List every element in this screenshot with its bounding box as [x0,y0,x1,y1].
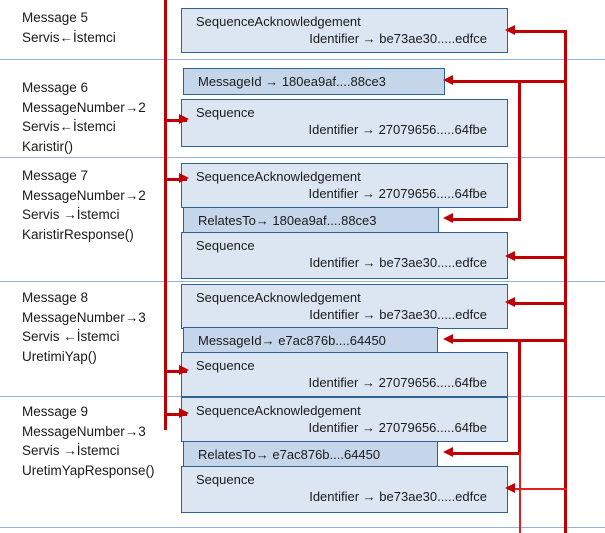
box-line-1: Sequence [196,238,255,253]
correlation-route-m6-vertical [518,80,521,219]
label-line: Servis →İstemci [22,443,120,458]
box-line-1: Sequence [196,105,255,120]
correlation-route-m6-top [450,80,564,83]
message-label-message-5: Message 5 Servis←İstemci [22,8,116,47]
connector-to-m9-seqack [164,413,187,416]
soap-header-box-relatesto[interactable]: RelatesTo→ e7ac876b....64450 [183,441,438,467]
soap-header-box-sequence[interactable]: Sequence Identifier → 27079656.....64fbe [181,99,508,147]
box-line-1: SequenceAcknowledgement [196,403,361,418]
box-line-2: Identifier → 27079656.....64fbe [308,122,487,137]
box-line-1: RelatesTo→ 180ea9af....88ce3 [198,212,377,228]
label-line: Message 9 [22,404,89,419]
arrowhead-right-icon [179,173,189,183]
label-line: KaristirResponse() [22,226,134,242]
box-line-1: SequenceAcknowledgement [196,169,361,184]
box-line-1: SequenceAcknowledgement [196,14,361,29]
label-line: UretimYapResponse() [22,462,155,478]
correlation-route-tail [519,452,521,533]
box-line-1: MessageId → 180ea9af....88ce3 [198,74,386,89]
label-line: Servis ←İstemci [22,329,120,344]
label-line: UretimiYap() [22,348,97,364]
box-line-1: MessageId→ e7ac876b....64450 [198,332,386,348]
soap-header-box-messageid[interactable]: MessageId → 180ea9af....88ce3 [183,68,445,95]
correlation-route-to-m7-relatesto [452,218,521,221]
soap-header-box-relatesto[interactable]: RelatesTo→ 180ea9af....88ce3 [183,207,439,233]
box-line-1: SequenceAcknowledgement [196,290,361,305]
connector-to-m8-sequence [164,370,187,373]
connector-to-m8-seqack [513,302,567,305]
message-label-message-8: Message 8 MessageNumber→3 Servis ←İstemc… [22,288,146,366]
connector-to-m7-sequence [513,256,567,259]
message-label-message-7: Message 7 MessageNumber→2 Servis →İstemc… [22,166,146,244]
arrowhead-right-icon [179,114,189,124]
arrowhead-left-icon [443,75,453,85]
label-line: MessageNumber→3 [22,423,146,439]
correlation-route-to-m9-relatesto [452,452,521,455]
label-line: MessageNumber→2 [22,187,146,203]
box-line-2: Identifier → 27079656.....64fbe [308,186,487,201]
label-line: MessageNumber→3 [22,309,146,325]
arrowhead-left-icon [505,251,515,261]
connector-to-m6-sequence [164,119,187,122]
soap-header-box-sequence[interactable]: Sequence Identifier → be73ae30.....edfce [181,232,508,279]
connector-drop-to-m8-sequence [164,330,167,372]
message-label-message-6: Message 6 MessageNumber→2 Servis←İstemci… [22,78,146,156]
arrowhead-left-icon [505,297,515,307]
connector-to-m5-seqack [513,30,567,33]
label-line: Message 7 [22,168,89,183]
connector-to-m7-seqack [164,178,187,181]
section-separator [0,281,605,282]
label-line: Servis →İstemci [22,207,120,222]
arrowhead-left-icon [443,447,453,457]
label-line: Message 5 [22,10,89,25]
box-line-2: Identifier → be73ae30.....edfce [309,31,487,46]
section-separator [0,59,605,60]
box-line-2: Identifier → 27079656.....64fbe [308,375,487,390]
section-separator [0,157,605,158]
box-line-2: Identifier → be73ae30.....edfce [309,307,487,322]
connector-to-m9-sequence [513,488,567,490]
soap-header-box-sequenceacknowledgement[interactable]: SequenceAcknowledgement Identifier → be7… [181,8,508,53]
correlation-route-m8-top [450,339,564,342]
label-line: MessageNumber→2 [22,99,146,115]
correlation-route-m8-vertical [518,339,521,452]
label-line: Message 8 [22,290,89,305]
arrowhead-left-icon [505,483,515,493]
acknowledgement-bus-line [564,30,567,533]
sequence-spine-line [164,0,167,430]
soap-header-box-sequenceacknowledgement[interactable]: SequenceAcknowledgement Identifier → 270… [181,397,508,442]
box-line-1: Sequence [196,472,255,487]
label-line: Message 6 [22,80,89,95]
box-line-2: Identifier → be73ae30.....edfce [309,255,487,270]
arrowhead-left-icon [505,25,515,35]
label-line: Servis←İstemci [22,119,116,134]
arrowhead-left-icon [443,334,453,344]
soap-header-box-sequenceacknowledgement[interactable]: SequenceAcknowledgement Identifier → be7… [181,284,508,329]
soap-header-box-sequenceacknowledgement[interactable]: SequenceAcknowledgement Identifier → 270… [181,163,508,208]
arrowhead-right-icon [179,365,189,375]
soap-header-box-messageid[interactable]: MessageId→ e7ac876b....64450 [183,327,438,353]
soap-header-box-sequence[interactable]: Sequence Identifier → be73ae30.....edfce [181,466,508,513]
soap-header-box-sequence[interactable]: Sequence Identifier → 27079656.....64fbe [181,352,508,397]
box-line-1: Sequence [196,358,255,373]
arrowhead-right-icon [179,408,189,418]
arrowhead-left-icon [443,213,453,223]
label-line: Servis←İstemci [22,29,116,45]
label-line: Karistir() [22,138,73,154]
box-line-2: Identifier → 27079656.....64fbe [308,420,487,435]
section-separator [0,527,605,528]
box-line-1: RelatesTo→ e7ac876b....64450 [198,446,381,462]
message-label-message-9: Message 9 MessageNumber→3 Servis →İstemc… [22,402,155,480]
box-line-2: Identifier → be73ae30.....edfce [309,489,487,504]
